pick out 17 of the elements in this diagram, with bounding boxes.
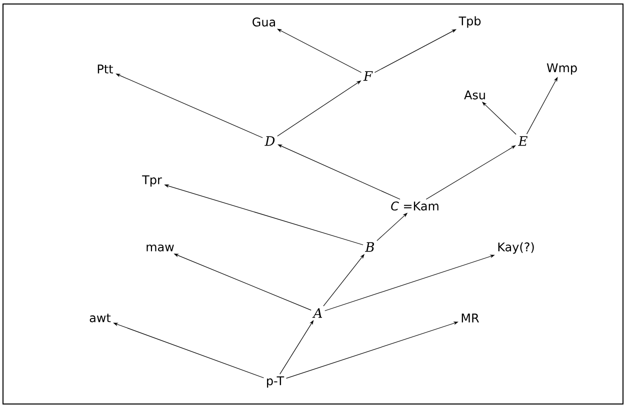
letter-label: F bbox=[363, 71, 373, 81]
letter-label: A bbox=[312, 308, 322, 318]
taxon-label: Tpr bbox=[142, 175, 162, 187]
taxon-label: awt bbox=[90, 314, 111, 322]
letter-label: B bbox=[365, 242, 374, 252]
taxon-label: p-T bbox=[267, 376, 284, 388]
taxon-label: Kay(?) bbox=[498, 242, 534, 254]
letter-label: E bbox=[518, 136, 528, 146]
taxon-label: Wmp bbox=[546, 63, 577, 75]
taxon-label: C =Kam bbox=[391, 201, 438, 211]
taxon-label: MR bbox=[462, 314, 479, 322]
taxon-label: Tpb bbox=[458, 16, 481, 28]
taxon-label: Asu bbox=[464, 90, 485, 100]
taxon-label: Ptt bbox=[98, 64, 114, 74]
taxon-label: maw bbox=[146, 244, 174, 252]
letter-label: D bbox=[264, 136, 275, 146]
taxon-label: Gua bbox=[252, 17, 275, 27]
